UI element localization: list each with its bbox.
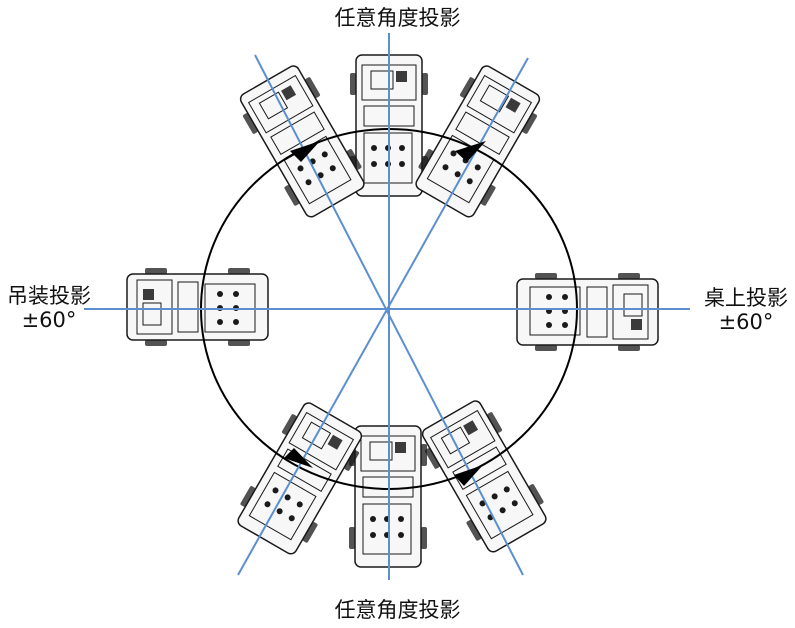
right-label-line1: 桌上投影: [704, 286, 788, 310]
projector-left: [126, 268, 269, 346]
bottom-label: 任意角度投影: [0, 598, 795, 622]
triangle-arrow-icon: [455, 141, 486, 162]
rotation-markers: [284, 141, 486, 486]
triangle-arrow-icon: [284, 448, 313, 468]
left-label-line1: 吊装投影: [7, 284, 91, 308]
projector-top-right: [407, 60, 548, 223]
left-label-line2: ±60°: [21, 308, 77, 333]
projector-bottom-left: [229, 397, 370, 560]
triangle-arrow-icon: [290, 141, 320, 162]
triangle-arrow-icon: [454, 465, 483, 486]
projectors-layer: [126, 54, 659, 568]
projector-right: [516, 273, 659, 351]
diagonal-axis-line-1: [254, 54, 524, 576]
top-label: 任意角度投影: [0, 6, 795, 30]
top-label-text: 任意角度投影: [334, 6, 461, 30]
left-label: 吊装投影 ±60°: [4, 284, 94, 332]
right-label-line2: ±60°: [718, 310, 774, 335]
bottom-label-text: 任意角度投影: [334, 598, 461, 622]
right-label: 桌上投影 ±60°: [698, 286, 794, 334]
angle-axis-lines: [84, 33, 690, 580]
projector-bottom-right: [414, 395, 555, 558]
